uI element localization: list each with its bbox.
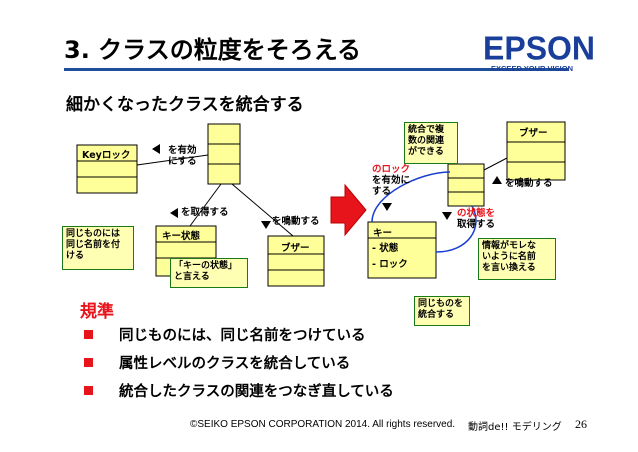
- blue-relation-curve-bottom: [435, 205, 477, 253]
- assoc-line-keylock: [136, 154, 209, 166]
- transform-arrow-icon: [330, 183, 367, 237]
- criteria-item: 属性レベルのクラスを統合している: [84, 352, 350, 373]
- left-buzzer-class-name: ブザー: [281, 243, 310, 254]
- direction-arrow-icon: [492, 176, 502, 184]
- logo-tagline: EXCEED YOUR VISION: [491, 64, 573, 73]
- note-same-name: 同じものには 同じ名前を付 ける: [62, 226, 134, 270]
- keylock-class-name: Keyロック: [82, 150, 131, 161]
- right-center-class-box: [447, 163, 485, 207]
- state-label-red: の状態を: [457, 208, 496, 219]
- right-sound-label: を鳴動する: [505, 178, 553, 189]
- keylock-class-box: [76, 144, 138, 194]
- bullet-square-icon: [84, 386, 93, 395]
- assoc-line-get: [189, 183, 222, 227]
- criteria-heading: 規準: [80, 302, 114, 322]
- key-attr-lock: - ロック: [372, 259, 408, 270]
- assoc-line-buzzer: [483, 157, 508, 171]
- left-buzzer-class-box: [267, 235, 325, 287]
- criteria-item: 統合したクラスの関連をつなぎ直している: [84, 380, 394, 401]
- state-label-black: 取得する: [457, 219, 496, 230]
- page-title: 3. クラスの粒度をそろえる: [64, 36, 361, 64]
- sound-label: を鳴動する: [272, 216, 320, 227]
- left-top-class-box: [207, 123, 241, 185]
- key-class-name: キー: [373, 228, 393, 239]
- direction-arrow-icon: [442, 212, 452, 220]
- key-class-box: [367, 221, 437, 279]
- get-label: を取得する: [181, 207, 229, 218]
- page-number: 26: [575, 417, 587, 431]
- logo-wordmark: EPSON: [483, 29, 596, 67]
- lock-label-red: のロック: [372, 164, 411, 175]
- note-key-state: 「キーの状態」 と言える: [170, 258, 248, 288]
- epson-logo: EPSON EXCEED YOUR VISION: [483, 29, 596, 73]
- note-merge-same: 同じものを 統合する: [414, 296, 470, 326]
- direction-arrow-icon: [382, 203, 392, 211]
- key-attr-state: - 状態: [372, 243, 399, 254]
- enable-label-line1: を有効: [168, 145, 197, 156]
- slide-subtitle: 細かくなったクラスを統合する: [66, 95, 304, 115]
- key-state-class-name: キー状態: [162, 231, 201, 242]
- enable-label-line2: にする: [168, 156, 197, 167]
- footer-copyright: ©SEIKO EPSON CORPORATION 2014. All right…: [190, 419, 456, 430]
- direction-arrow-icon: [261, 221, 271, 229]
- direction-arrow-icon: [170, 208, 178, 218]
- criteria-item: 同じものには、同じ名前をつけている: [84, 324, 366, 345]
- note-rename: 情報がモレな いように名前 を言い換える: [478, 238, 556, 280]
- lock-label-line2: する: [372, 186, 392, 197]
- right-buzzer-class-box: [506, 121, 566, 181]
- assoc-line-sound: [231, 183, 294, 237]
- lock-label-line1: を有効に: [372, 175, 411, 186]
- direction-arrow-icon: [152, 144, 160, 154]
- footer-series: 動詞de!! モデリング: [468, 422, 562, 433]
- blue-relation-curve-top: [371, 171, 451, 223]
- bullet-square-icon: [84, 330, 93, 339]
- note-merge-relations: 統合で複 数の関連 ができる: [404, 122, 458, 164]
- bullet-square-icon: [84, 358, 93, 367]
- title-divider: [64, 68, 569, 71]
- right-buzzer-class-name: ブザー: [519, 128, 548, 139]
